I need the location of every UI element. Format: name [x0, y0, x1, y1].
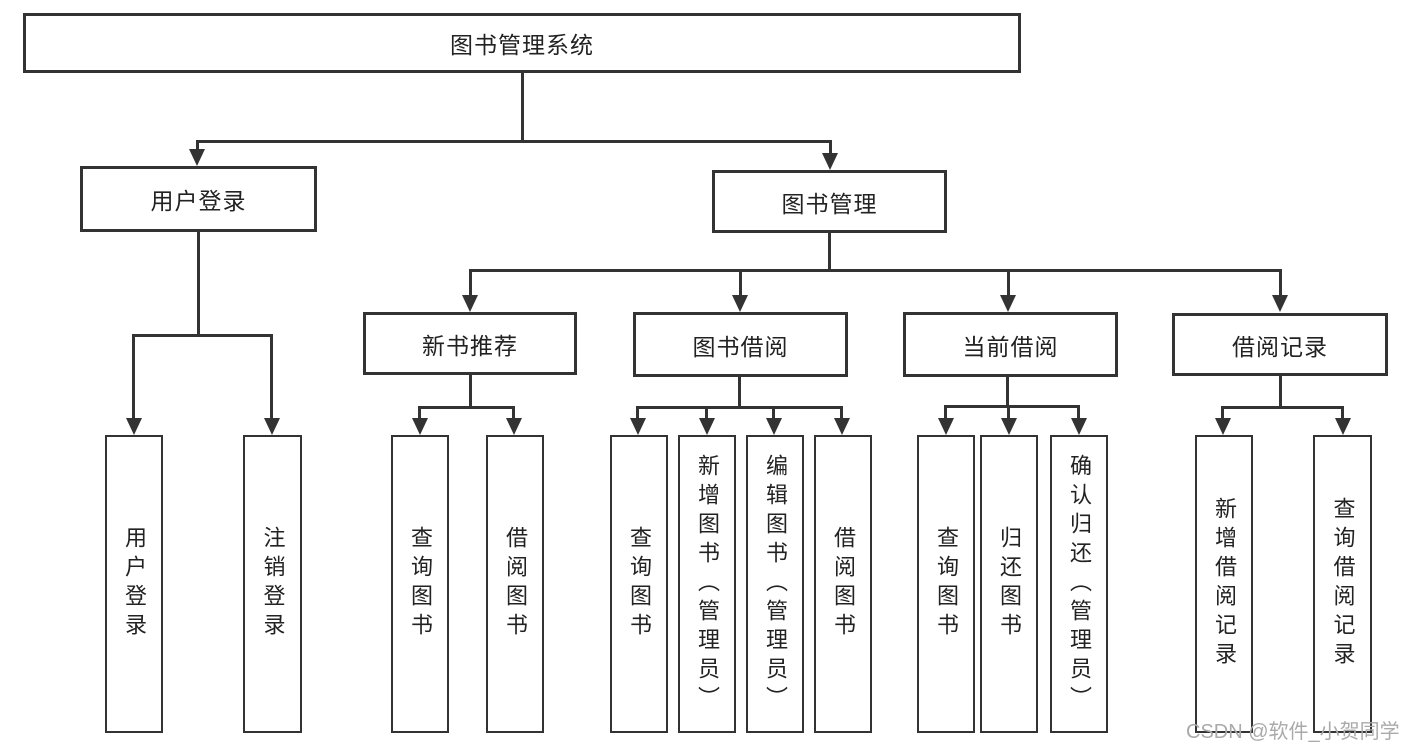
arrowhead-down-icon [1335, 418, 1351, 435]
node-book-management: 图书管理 [712, 170, 947, 233]
leaf-add-borrow-record: 新增借阅记录 [1195, 435, 1253, 733]
node-label: 当前借阅 [962, 333, 1059, 360]
arrowhead-down-icon [834, 418, 850, 435]
connector-line [469, 375, 472, 409]
arrowhead-down-icon [462, 295, 478, 312]
leaf-logout: 注销登录 [243, 435, 302, 733]
arrowhead-down-icon [1000, 295, 1016, 312]
node-label: 借阅记录 [1232, 333, 1328, 360]
arrowhead-down-icon [630, 418, 646, 435]
leaf-label: 注销登录 [260, 526, 286, 642]
node-user-login-group: 用户登录 [80, 166, 317, 232]
leaf-label: 编辑图书（管理员） [763, 453, 788, 715]
arrowhead-down-icon [1272, 295, 1288, 312]
connector-line [637, 406, 843, 409]
leaf-edit-book-admin: 编辑图书（管理员） [746, 435, 804, 733]
connector-line [419, 406, 515, 409]
leaf-label: 查询图书 [934, 526, 959, 642]
csdn-watermark: CSDN @软件_小贺同学 [1186, 721, 1400, 743]
leaf-add-book-admin: 新增图书（管理员） [678, 435, 736, 733]
connector-line [1279, 269, 1282, 296]
leaf-user-login: 用户登录 [105, 435, 163, 733]
connector-line [705, 406, 708, 421]
leaf-borrow-books-recommend: 借阅图书 [486, 435, 544, 733]
arrowhead-down-icon [766, 418, 782, 435]
connector-line [1006, 377, 1009, 408]
leaf-label: 借阅图书 [503, 526, 528, 642]
connector-line [196, 140, 832, 143]
connector-line [196, 140, 199, 152]
leaf-label: 确认归还（管理员） [1067, 453, 1092, 715]
leaf-query-books-recommend: 查询图书 [391, 435, 449, 733]
connector-line [1007, 405, 1010, 421]
arrowhead-down-icon [822, 153, 838, 170]
node-current-borrowing: 当前借阅 [903, 312, 1118, 377]
arrowhead-down-icon [1001, 418, 1017, 435]
leaf-query-books-borrowing: 查询图书 [610, 435, 668, 733]
connector-line [418, 406, 421, 421]
node-label: 新书推荐 [422, 332, 518, 359]
leaf-label: 归还图书 [997, 526, 1022, 642]
leaf-label: 新增图书（管理员） [695, 453, 720, 715]
arrowhead-down-icon [189, 149, 205, 166]
leaf-label: 查询借阅记录 [1330, 497, 1356, 671]
arrowhead-down-icon [506, 418, 522, 435]
arrowhead-down-icon [264, 418, 280, 435]
connector-line [1341, 406, 1344, 421]
node-label: 图书借阅 [692, 333, 789, 360]
arrowhead-down-icon [412, 418, 428, 435]
leaf-label: 用户登录 [122, 526, 147, 642]
connector-line [738, 377, 741, 409]
connector-line [1221, 406, 1343, 409]
leaf-query-borrow-record: 查询借阅记录 [1313, 435, 1372, 733]
connector-line [270, 334, 273, 421]
node-label: 用户登录 [150, 188, 247, 214]
connector-line [197, 232, 200, 337]
connector-line [829, 140, 832, 156]
leaf-label: 借阅图书 [831, 526, 856, 642]
leaf-borrow-books-borrowing: 借阅图书 [814, 435, 872, 733]
node-new-book-recommendation: 新书推荐 [363, 312, 577, 375]
node-borrowing-records: 借阅记录 [1172, 313, 1388, 376]
connector-line [133, 334, 273, 337]
leaf-label: 查询图书 [408, 526, 433, 642]
node-book-borrowing: 图书借阅 [633, 312, 848, 377]
connector-line [840, 406, 843, 421]
leaf-return-book: 归还图书 [980, 435, 1038, 733]
connector-line [945, 405, 1080, 408]
connector-line [1279, 376, 1282, 409]
connector-line [512, 406, 515, 421]
connector-line [636, 406, 639, 421]
connector-line [132, 334, 135, 421]
arrowhead-down-icon [732, 295, 748, 312]
connector-line [521, 73, 524, 140]
leaf-query-books-current: 查询图书 [917, 435, 975, 733]
connector-line [739, 269, 742, 296]
leaf-label: 新增借阅记录 [1212, 497, 1237, 671]
arrowhead-down-icon [1071, 418, 1087, 435]
arrowhead-down-icon [938, 418, 954, 435]
connector-line [469, 269, 472, 296]
connector-line [828, 233, 831, 272]
arrowhead-down-icon [126, 418, 142, 435]
connector-line [1077, 405, 1080, 421]
node-label: 图书管理 [781, 190, 878, 217]
connector-line [944, 405, 947, 421]
connector-line [772, 406, 775, 421]
leaf-confirm-return-admin: 确认归还（管理员） [1050, 435, 1108, 733]
node-label: 图书管理系统 [450, 32, 594, 58]
connector-line [1007, 269, 1010, 296]
connector-line [1221, 406, 1224, 421]
connector-line [469, 269, 1281, 272]
leaf-label: 查询图书 [627, 526, 652, 642]
arrowhead-down-icon [699, 418, 715, 435]
node-library-management-system: 图书管理系统 [23, 13, 1021, 73]
arrowhead-down-icon [1215, 418, 1231, 435]
